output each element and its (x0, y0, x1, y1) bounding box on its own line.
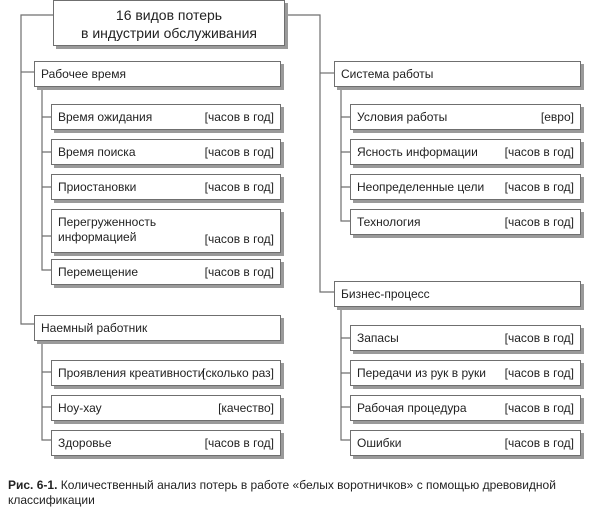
root-title-line1: 16 видов потерь (115, 7, 223, 23)
item-search-time: Время поиска [часов в год] (51, 139, 281, 165)
item-unit: [часов в год] (504, 331, 574, 345)
item-label: Ошибки (357, 436, 402, 450)
item-unit: [часов в год] (504, 215, 574, 229)
group-work-time: Рабочее время (34, 61, 281, 87)
root-node: 16 видов потерь в индустрии обслуживания (53, 0, 285, 46)
item-movement: Перемещение [часов в год] (51, 259, 281, 285)
item-unit: [часов в год] (204, 110, 274, 124)
figure-caption: Рис. 6-1. Количественный анализ потерь в… (8, 478, 598, 508)
caption-text: Количественный анализ потерь в работе «б… (8, 478, 556, 507)
item-unit: [часов в год] (204, 232, 274, 246)
group-work-system: Система работы (334, 61, 581, 87)
item-unit: [часов в год] (204, 145, 274, 159)
item-interruptions: Приостановки [часов в год] (51, 174, 281, 200)
item-label: Приостановки (58, 180, 137, 194)
group-employee: Наемный работник (34, 315, 281, 341)
item-unit: [часов в год] (204, 180, 274, 194)
item-label: Перегруженность информацией (58, 215, 156, 245)
group-title: Рабочее время (41, 67, 126, 81)
group-title: Наемный работник (41, 321, 148, 335)
item-label: Время поиска (58, 145, 136, 159)
item-label: Неопределенные цели (357, 180, 485, 194)
item-unit: [часов в год] (504, 436, 574, 450)
item-health: Здоровье [часов в год] (51, 430, 281, 456)
item-label: Запасы (357, 331, 399, 345)
item-working-conditions: Условия работы [евро] (350, 104, 581, 130)
item-unit: [часов в год] (504, 401, 574, 415)
item-label: Технология (357, 215, 421, 229)
item-unit: [часов в год] (504, 180, 574, 194)
item-work-procedure: Рабочая процедура [часов в год] (350, 395, 581, 421)
item-label: Ноу-хау (58, 401, 102, 415)
item-handoffs: Передачи из рук в руки [часов в год] (350, 360, 581, 386)
item-unit: [евро] (540, 110, 574, 124)
item-know-how: Ноу-хау [качество] (51, 395, 281, 421)
item-unit: [сколько раз] (202, 366, 274, 380)
item-information-clarity: Ясность информации [часов в год] (350, 139, 581, 165)
item-unit: [часов в год] (504, 145, 574, 159)
root-title-line2: в индустрии обслуживания (81, 25, 257, 41)
item-inventory: Запасы [часов в год] (350, 325, 581, 351)
group-title: Система работы (341, 67, 434, 81)
item-unit: [часов в год] (204, 265, 274, 279)
item-label-line2: информацией (58, 230, 137, 244)
group-business-process: Бизнес-процесс (334, 281, 581, 307)
item-information-overload: Перегруженность информацией [часов в год… (51, 209, 281, 253)
caption-prefix: Рис. 6-1. (8, 478, 58, 492)
item-label: Время ожидания (58, 110, 153, 124)
item-label-line1: Перегруженность (58, 215, 157, 229)
item-label: Перемещение (58, 265, 138, 279)
item-creativity: Проявления креативности [сколько раз] (51, 360, 281, 386)
item-unit: [часов в год] (204, 436, 274, 450)
item-label: Здоровье (58, 436, 112, 450)
item-label: Проявления креативности (58, 366, 205, 380)
item-label: Передачи из рук в руки (357, 366, 486, 380)
item-technology: Технология [часов в год] (350, 209, 581, 235)
item-label: Условия работы (357, 110, 448, 124)
group-title: Бизнес-процесс (341, 287, 430, 301)
item-unclear-goals: Неопределенные цели [часов в год] (350, 174, 581, 200)
item-unit: [качество] (218, 401, 274, 415)
item-waiting-time: Время ожидания [часов в год] (51, 104, 281, 130)
item-errors: Ошибки [часов в год] (350, 430, 581, 456)
item-label: Рабочая процедура (357, 401, 467, 415)
item-label: Ясность информации (357, 145, 478, 159)
item-unit: [часов в год] (504, 366, 574, 380)
